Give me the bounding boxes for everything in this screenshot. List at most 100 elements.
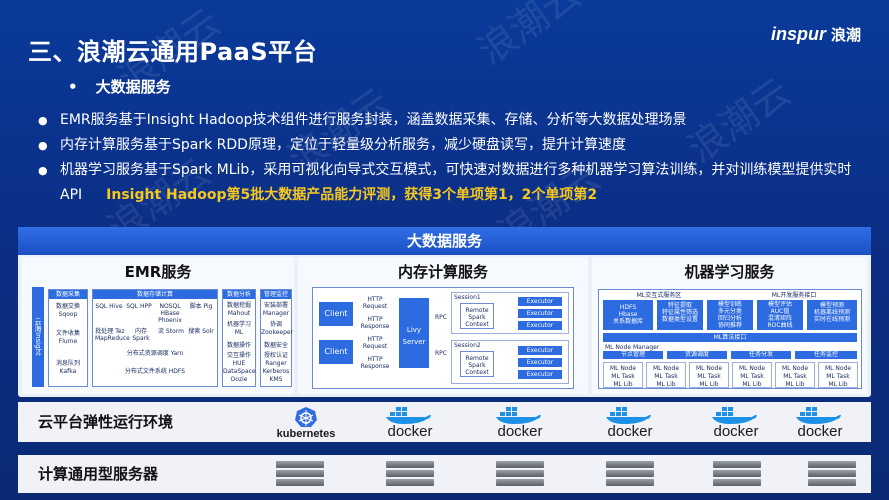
ml-data-item: 关系数据库 — [612, 318, 643, 325]
ml-node-task: ML Task — [826, 373, 850, 380]
emr-item: 批处理 Tez MapReduce — [95, 328, 130, 342]
remote-context: Remote Spark Context — [460, 303, 494, 329]
executor-box: Executor — [518, 346, 562, 355]
bullet-list: EMR服务基于Insight Hadoop技术组件进行服务封装，涵盖数据采集、存… — [38, 108, 868, 208]
ml-node-lib: ML Lib — [828, 381, 848, 388]
server-icon — [606, 461, 654, 487]
server-row-label: 计算通用型服务器 — [38, 465, 159, 483]
inspur-logo: inspur 浪潮 — [771, 24, 861, 45]
executor-box: Executor — [518, 321, 562, 330]
kubernetes-label: kubernetes — [276, 428, 336, 440]
memory-column: 内存计算服务 Client Client HTTP Request HTTP R… — [298, 257, 588, 394]
emr-group-manage: 管理监控 安装部署 Manager 协调 Zookeeper 数据安全 授权认证… — [260, 289, 293, 387]
session-label: Session2 — [454, 342, 481, 349]
ml-dev-label: ML开发服务接口 — [771, 292, 817, 299]
ml-mgr-item: 任务监控 — [795, 351, 857, 359]
watermark: 浪潮云 — [469, 0, 589, 74]
server-icon — [496, 461, 544, 487]
emr-item: 安装部署 — [263, 302, 288, 309]
emr-item: 交互操作 — [226, 352, 251, 359]
client-box: Client — [319, 340, 353, 364]
docker-whale-icon — [712, 407, 757, 424]
insight-side-label: 云海Insight — [32, 287, 44, 387]
ml-node-node: ML Node — [781, 365, 809, 372]
session-label: Session1 — [454, 294, 481, 301]
ml-node-task: ML Task — [697, 373, 721, 380]
ml-node-lib: ML Lib — [699, 381, 719, 388]
bullet-dot-icon: • — [68, 78, 78, 96]
ml-step-title: 模型预测 — [819, 302, 844, 309]
ml-step-item: 协同推荐 — [717, 322, 742, 329]
ml-mgr-item: 任务分发 — [731, 351, 791, 359]
ml-step-title: 模型评估 — [767, 301, 792, 308]
emr-group-storage: 数据存储计算 SQL Hive SQL HPP NOSQL HBase Phoe… — [92, 289, 218, 387]
emr-title: EMR服务 — [124, 263, 192, 281]
memory-diagram: Client Client HTTP Request HTTP Response… — [312, 287, 574, 389]
ml-manager-label: ML Node Manager — [605, 344, 660, 351]
ml-node-lib: ML Lib — [656, 381, 676, 388]
ml-node-task: ML Task — [654, 373, 678, 380]
emr-item: Sqoop — [58, 311, 78, 318]
session-box: Session2 Remote Spark Context Executor E… — [451, 340, 569, 384]
kubernetes-logo: kubernetes — [266, 406, 346, 440]
emr-item: 授权认证 — [263, 352, 288, 359]
docker-label: docker — [797, 423, 843, 440]
docker-logo: docker — [580, 406, 680, 440]
emr-group-collect: 数据采集 数据交换 Sqoop 文件收集 Flume 消息队列 Kafka — [48, 289, 88, 387]
ml-mgr-item: 节点管理 — [603, 351, 663, 359]
ml-api-bar: ML算法接口 — [603, 333, 857, 342]
ml-node-lib: ML Lib — [785, 381, 805, 388]
http-request: HTTP Request — [362, 296, 388, 310]
ml-node-node: ML Node — [609, 365, 637, 372]
cloud-runtime-row: 云平台弹性运行环境 kubernetes docker docker docke… — [18, 402, 871, 442]
emr-item: KMS — [269, 376, 283, 383]
ml-step-item: 混淆矩阵 — [767, 315, 792, 322]
docker-logo: docker — [360, 406, 460, 440]
ml-node-node: ML Node — [824, 365, 852, 372]
subtitle-text: 大数据服务 — [95, 78, 171, 96]
docker-label: docker — [607, 423, 653, 440]
emr-group-analysis: 数据分析 数据挖掘 Mahout 机器学习 ML 数据操作 交互操作 HUE D… — [222, 289, 256, 387]
emr-item: 消息队列 — [55, 360, 80, 367]
emr-item: 脚本 Pig — [189, 303, 213, 310]
http-request: HTTP Request — [362, 336, 388, 350]
ml-train-box: 模型训练 多元分类 回归分析 协同推荐 — [707, 300, 753, 330]
ml-data-item: Hbase — [618, 311, 638, 318]
ml-node-node: ML Node — [695, 365, 723, 372]
memory-title: 内存计算服务 — [397, 263, 488, 281]
emr-item: Kerberos — [262, 368, 290, 375]
emr-item: 搜索 Solr — [188, 328, 214, 335]
remote-context: Remote Spark Context — [460, 351, 494, 377]
ml-step-item: 回归分析 — [717, 315, 742, 322]
logo-en: inspur — [770, 24, 826, 44]
bullet-text: 机器学习服务基于Spark MLib，采用可视化向导式交互模式，可快速对数据进行… — [60, 162, 852, 203]
emr-item: SQL Hive — [95, 303, 123, 310]
emr-item: Ranger — [265, 360, 287, 367]
server-row: 计算通用型服务器 — [18, 455, 871, 493]
ml-node-lib: ML Lib — [613, 381, 633, 388]
server-icon — [808, 461, 856, 487]
emr-item: Mahout — [227, 310, 251, 317]
ml-node-task: ML Task — [783, 373, 807, 380]
ml-node-lib: ML Lib — [742, 381, 762, 388]
emr-item: 内存 Spark — [132, 328, 150, 342]
emr-item: 分布式资源调度 Yarn — [126, 350, 184, 357]
session-box: Session1 Remote Spark Context Executor E… — [451, 292, 569, 334]
emr-item: Manager — [262, 310, 290, 317]
docker-whale-icon — [496, 407, 541, 424]
bullet-item: EMR服务基于Insight Hadoop技术组件进行服务封装，涵盖数据采集、存… — [38, 108, 868, 133]
logo-cn: 浪潮 — [830, 27, 861, 44]
docker-whale-icon — [386, 407, 431, 424]
rpc-label: RPC — [435, 314, 447, 321]
server-icon — [713, 461, 761, 487]
ml-ui-label: ML交互式服务区 — [636, 292, 682, 299]
livy-server-box: Livy Server — [399, 298, 429, 368]
docker-whale-icon — [606, 407, 651, 424]
emr-item: 数据交换 — [55, 303, 80, 310]
docker-logo: docker — [470, 406, 570, 440]
emr-item: ML — [234, 329, 244, 336]
page-title: 三、浪潮云通用PaaS平台 — [28, 38, 318, 66]
